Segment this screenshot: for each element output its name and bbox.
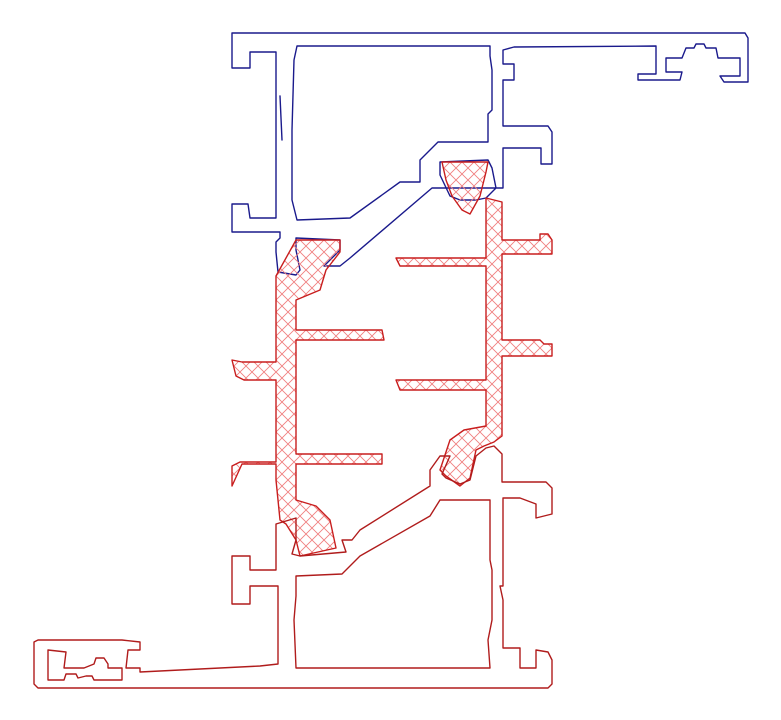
insulator-main-body: [395, 197, 553, 487]
lower-profile-outer-contour: [33, 445, 553, 689]
upper-profile-inner-cavity: [291, 45, 493, 221]
upper-profile-left-slot: [279, 95, 283, 141]
thermal-break-insulator: [231, 161, 553, 557]
lower-profile: [33, 445, 553, 689]
lower-profile-inner-cavity: [293, 499, 493, 669]
upper-profile-outer-contour: [231, 32, 749, 276]
insulator-upper-claw: [441, 161, 489, 215]
upper-profile: [231, 32, 749, 276]
lower-profile-left-hook: [47, 649, 123, 681]
